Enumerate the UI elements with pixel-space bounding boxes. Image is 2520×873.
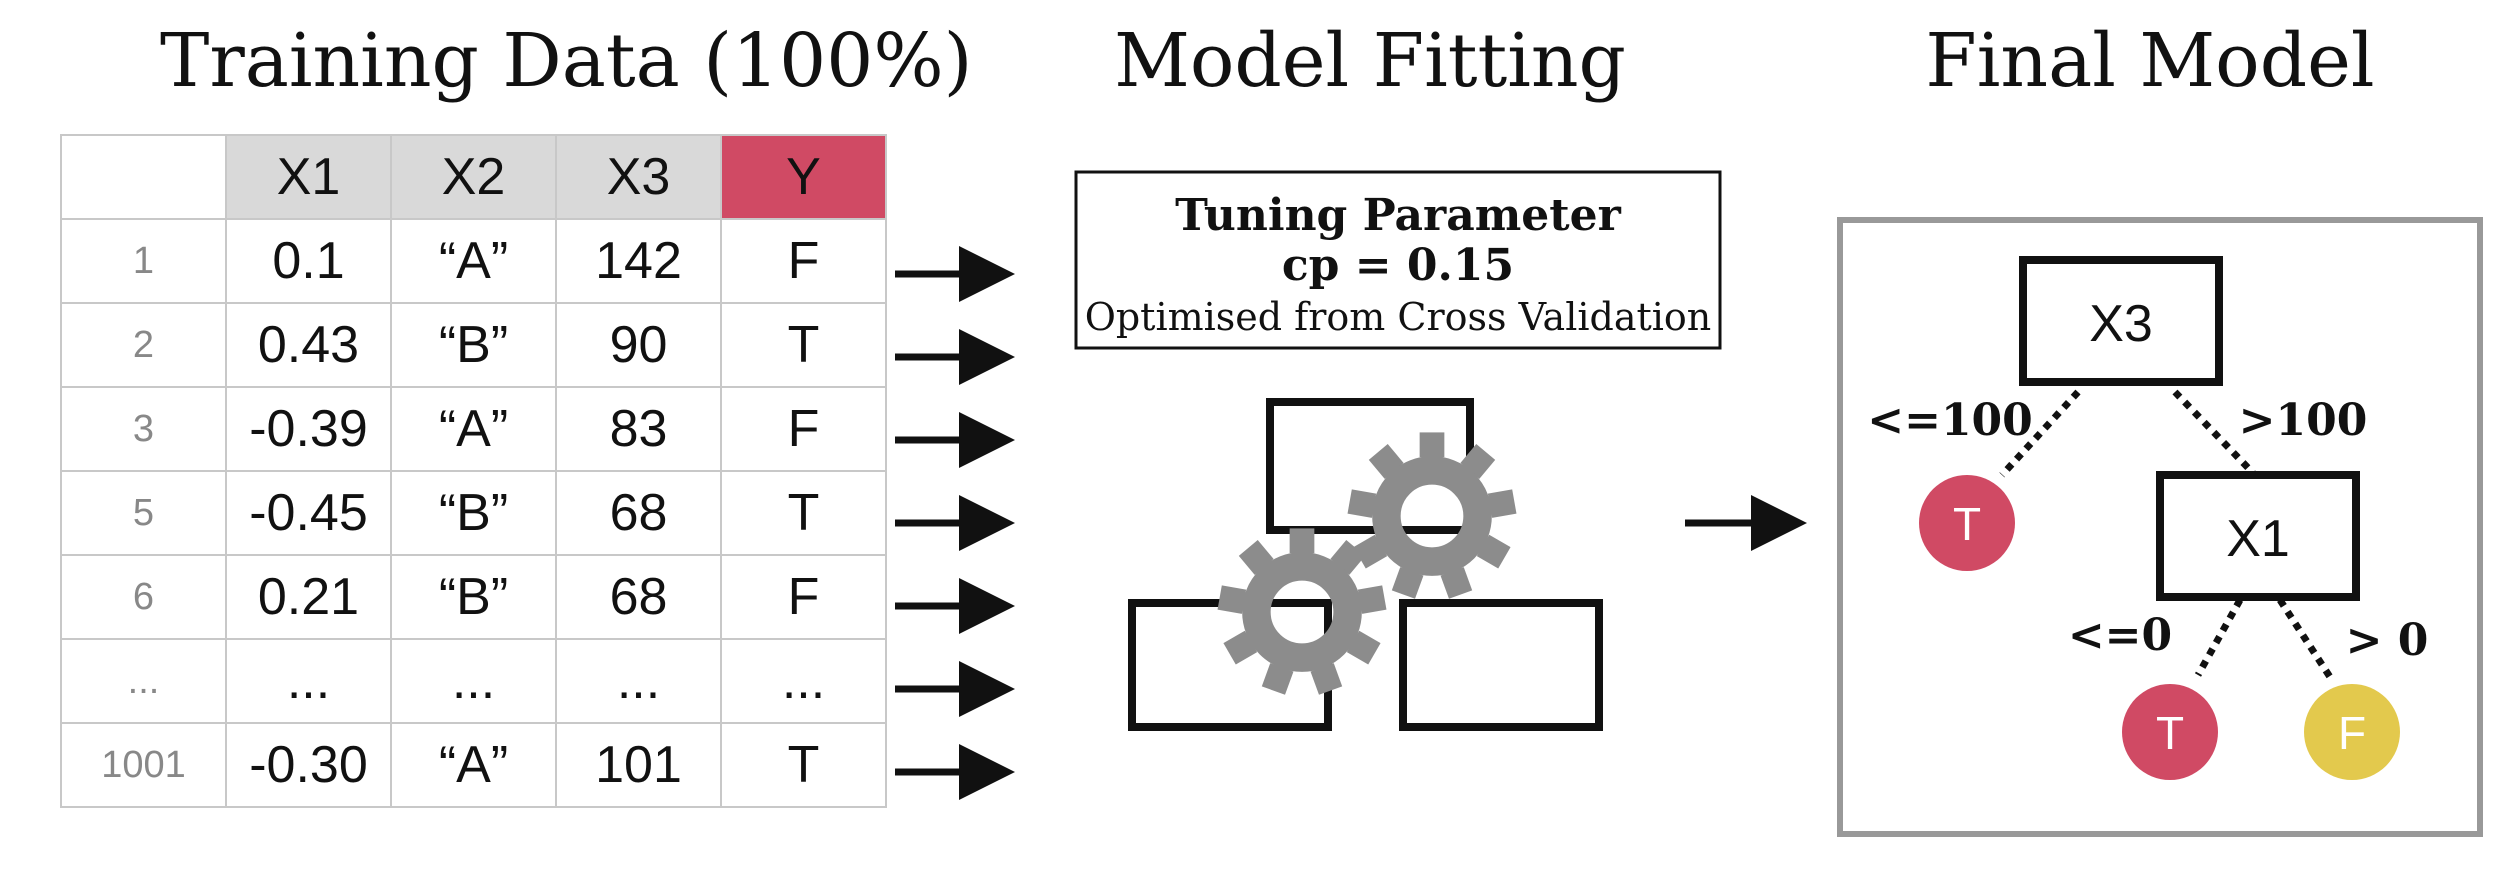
cell-y: F [720,554,887,640]
cell-y: T [720,722,887,808]
cell-x1: -0.30 [225,722,392,808]
final-model-frame [1837,217,2483,837]
leaf-node-true [2122,684,2218,780]
tuning-note: Optimised from Cross Validation [1085,295,1712,339]
cell-x2: “A” [390,386,557,472]
leaf-node-true [1919,475,2015,571]
table-row: ... ... ... ... ... [60,638,887,724]
table-row: 6 0.21 “B” 68 F [60,554,887,640]
cell-x2: “A” [390,722,557,808]
table-row: 1001 -0.30 “A” 101 T [60,722,887,808]
tree-node-root [2019,256,2223,386]
row-index: 1001 [60,722,227,808]
tuning-parameter-box: Tuning Parameter cp = 0.15 Optimised fro… [1074,170,1722,350]
header-cell-corner [60,134,227,220]
model-fitting-title: Model Fitting [1114,18,1626,104]
model-fitting-icon [1128,398,1603,731]
cell-x2: “A” [390,218,557,304]
tree-node-child-label: X1 [2226,510,2290,568]
cell-x1: 0.1 [225,218,392,304]
row-index: 1 [60,218,227,304]
row-index: 6 [60,554,227,640]
final-model-title: Final Model [1925,18,2375,104]
table-row: 2 0.43 “B” 90 T [60,302,887,388]
tree-edge [1999,389,2081,478]
header-cell-x1: X1 [225,134,392,220]
row-index: 5 [60,470,227,556]
training-data-table: X1 X2 X3 Y 1 0.1 “A” 142 F 2 0.43 “B” 90… [60,134,887,808]
gear-icon [1348,432,1517,598]
tree-node-root-label: X3 [2089,295,2153,353]
tree-edge [2194,598,2244,677]
leaf-node-true-label: T [2156,707,2184,759]
table-row: 5 -0.45 “B” 68 T [60,470,887,556]
tree-edge [2172,389,2256,476]
cell-x3: 68 [555,470,722,556]
tree-box-icon [1399,599,1603,731]
cell-y: T [720,470,887,556]
leaf-node-false [2304,684,2400,780]
edge-label-child-left: <=0 [2068,610,2172,661]
cell-x2: “B” [390,554,557,640]
tree-node-child [2156,471,2360,601]
leaf-node-false-label: F [2338,707,2366,759]
cell-x3: 101 [555,722,722,808]
edge-label-right: >100 [2239,395,2368,446]
cell-y: T [720,302,887,388]
tree-edge [2277,598,2333,679]
table-header-row: X1 X2 X3 Y [60,134,887,220]
cell-x2: ... [390,638,557,724]
cell-x3: 142 [555,218,722,304]
leaf-node-true-label: T [1953,498,1981,550]
header-cell-x3: X3 [555,134,722,220]
cell-y: F [720,386,887,472]
gear-icon [1218,528,1387,694]
table-row: 1 0.1 “A” 142 F [60,218,887,304]
header-cell-x2: X2 [390,134,557,220]
cell-x3: ... [555,638,722,724]
cell-x1: 0.21 [225,554,392,640]
cell-x1: -0.45 [225,470,392,556]
cell-x2: “B” [390,470,557,556]
row-index: ... [60,638,227,724]
row-index: 2 [60,302,227,388]
cell-x1: ... [225,638,392,724]
cell-x3: 90 [555,302,722,388]
header-cell-y: Y [720,134,887,220]
cell-y: F [720,218,887,304]
cell-x3: 83 [555,386,722,472]
tuning-heading: Tuning Parameter [1175,190,1621,241]
final-model-tree: X3 X1 <=100 >100 <=0 > 0 T T F [1837,217,2483,837]
edge-label-child-right: > 0 [2346,615,2429,666]
cell-y: ... [720,638,887,724]
cell-x2: “B” [390,302,557,388]
training-data-title: Training Data (100%) [160,18,973,104]
row-index: 3 [60,386,227,472]
row-arrows [895,246,1015,800]
cell-x1: 0.43 [225,302,392,388]
table-row: 3 -0.39 “A” 83 F [60,386,887,472]
cell-x1: -0.39 [225,386,392,472]
edge-label-left: <=100 [1867,395,2033,446]
cell-x3: 68 [555,554,722,640]
tuning-value: cp = 0.15 [1282,240,1514,291]
